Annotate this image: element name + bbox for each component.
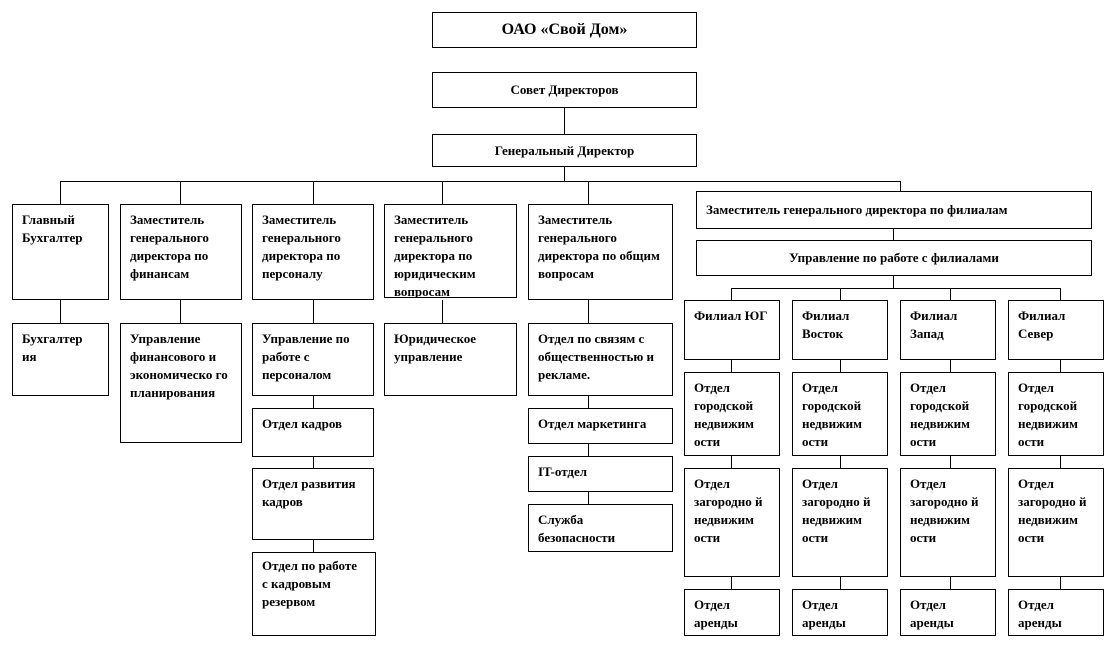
connector bbox=[588, 181, 589, 204]
branch-north-country-box: Отдел загородно й недвижим ости bbox=[1008, 468, 1104, 577]
development-dept-box: Отдел развития кадров bbox=[252, 468, 374, 540]
branch-north-rent-box: Отдел аренды bbox=[1008, 589, 1104, 636]
connector bbox=[900, 181, 901, 191]
branch-south-rent-box: Отдел аренды bbox=[684, 589, 780, 636]
branch-west-rent-box: Отдел аренды bbox=[900, 589, 996, 636]
connector bbox=[893, 276, 894, 288]
connector bbox=[180, 300, 181, 323]
connector bbox=[950, 577, 951, 589]
connector bbox=[588, 444, 589, 456]
connector bbox=[313, 181, 314, 204]
chief-accountant-box: Главный Бухгалтер bbox=[12, 204, 109, 300]
connector bbox=[840, 577, 841, 589]
deputy-branches-box: Заместитель генерального директора по фи… bbox=[696, 191, 1092, 229]
connector bbox=[731, 360, 732, 372]
branch-east-rent-box: Отдел аренды bbox=[792, 589, 888, 636]
connector bbox=[588, 300, 589, 323]
pr-dept-box: Отдел по связям с общественностью и рекл… bbox=[528, 323, 673, 396]
connector bbox=[442, 300, 443, 323]
connector bbox=[588, 492, 589, 504]
it-dept-box: IT-отдел bbox=[528, 456, 673, 492]
connector bbox=[840, 456, 841, 468]
connector bbox=[950, 360, 951, 372]
connector bbox=[950, 456, 951, 468]
connector bbox=[313, 457, 314, 468]
branch-north-city-box: Отдел городской недвижим ости bbox=[1008, 372, 1104, 456]
branch-south-box: Филиал ЮГ bbox=[684, 300, 780, 360]
connector bbox=[313, 300, 314, 323]
connector bbox=[1060, 456, 1061, 468]
connector bbox=[1060, 577, 1061, 589]
deputy-finance-box: Заместитель генерального директора по фи… bbox=[120, 204, 242, 300]
branch-west-box: Филиал Запад bbox=[900, 300, 996, 360]
connector bbox=[731, 577, 732, 589]
connector bbox=[1060, 288, 1061, 300]
connector bbox=[564, 108, 565, 134]
board-box: Совет Директоров bbox=[432, 72, 697, 108]
personnel-management-box: Управление по работе с персоналом bbox=[252, 323, 374, 396]
connector bbox=[1060, 360, 1061, 372]
connector bbox=[731, 456, 732, 468]
hr-dept-box: Отдел кадров bbox=[252, 408, 374, 457]
connector bbox=[840, 360, 841, 372]
security-box: Служба безопасности bbox=[528, 504, 673, 552]
connector bbox=[950, 288, 951, 300]
connector bbox=[180, 181, 181, 204]
connector bbox=[893, 229, 894, 240]
reserve-dept-box: Отдел по работе с кадровым резервом bbox=[252, 552, 376, 636]
connector bbox=[564, 167, 565, 181]
branch-management-box: Управление по работе с филиалами bbox=[696, 240, 1092, 276]
connector bbox=[442, 181, 443, 204]
deputy-legal-box: Заместитель генерального директора по юр… bbox=[384, 204, 517, 298]
accounting-box: Бухгалтер ия bbox=[12, 323, 109, 396]
branch-south-country-box: Отдел загородно й недвижим ости bbox=[684, 468, 780, 577]
connector bbox=[313, 396, 314, 408]
marketing-dept-box: Отдел маркетинга bbox=[528, 408, 673, 444]
branch-east-country-box: Отдел загородно й недвижим ости bbox=[792, 468, 888, 577]
connector bbox=[731, 288, 732, 300]
branch-west-city-box: Отдел городской недвижим ости bbox=[900, 372, 996, 456]
branch-west-country-box: Отдел загородно й недвижим ости bbox=[900, 468, 996, 577]
branch-east-box: Филиал Восток bbox=[792, 300, 888, 360]
branch-east-city-box: Отдел городской недвижим ости bbox=[792, 372, 888, 456]
connector bbox=[840, 288, 841, 300]
deputy-personnel-box: Заместитель генерального директора по пе… bbox=[252, 204, 374, 300]
connector bbox=[731, 288, 1061, 289]
ceo-box: Генеральный Директор bbox=[432, 134, 697, 167]
branch-south-city-box: Отдел городской недвижим ости bbox=[684, 372, 780, 456]
finance-dept-box: Управление финансового и экономическо го… bbox=[120, 323, 242, 443]
connector bbox=[60, 181, 61, 204]
connector bbox=[60, 300, 61, 323]
connector bbox=[588, 396, 589, 408]
branch-north-box: Филиал Север bbox=[1008, 300, 1104, 360]
connector bbox=[313, 540, 314, 552]
company-box: ОАО «Свой Дом» bbox=[432, 12, 697, 48]
legal-dept-box: Юридическое управление bbox=[384, 323, 517, 396]
deputy-general-box: Заместитель генерального директора по об… bbox=[528, 204, 673, 300]
connector bbox=[60, 181, 900, 182]
